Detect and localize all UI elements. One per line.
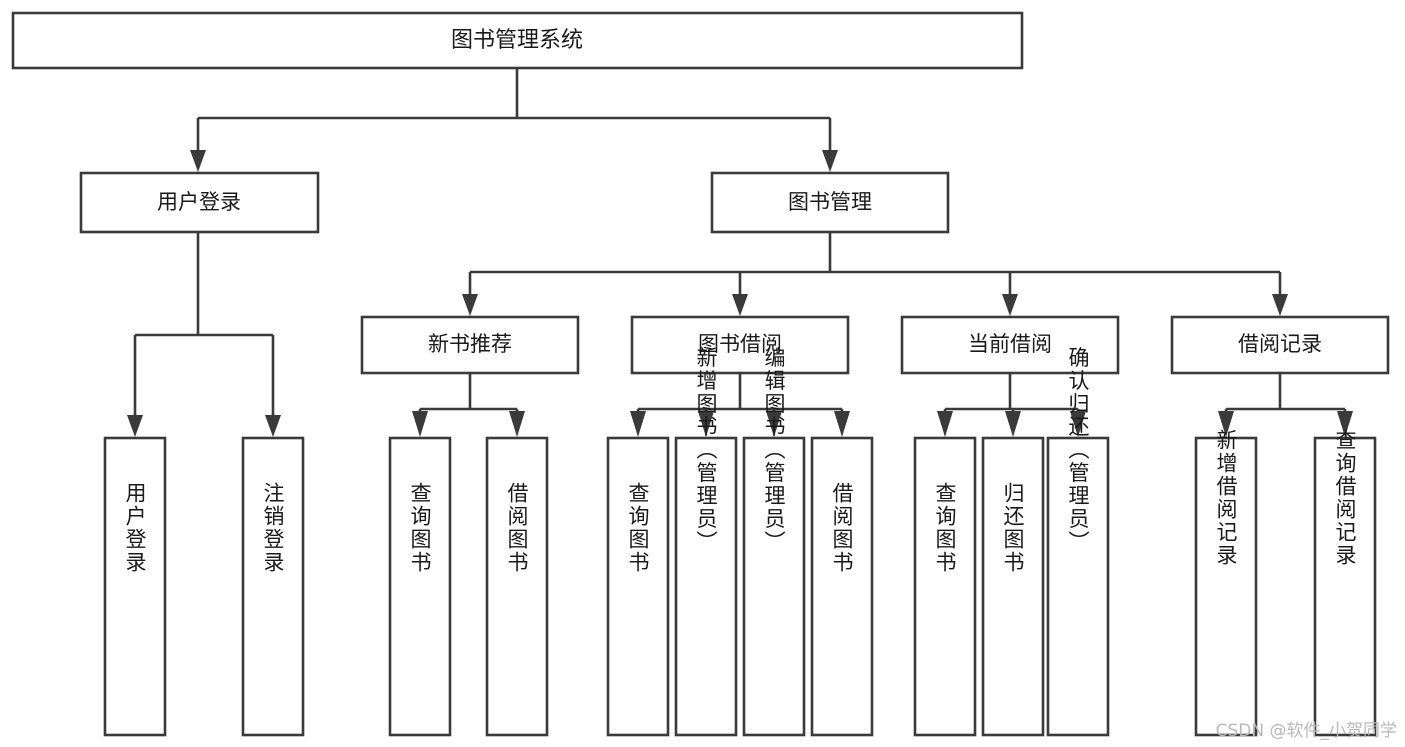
node-leaf-add-book-box[interactable] <box>674 436 738 737</box>
node-leaf-logout-login[interactable]: 注销登录 <box>241 436 305 737</box>
node-leaf-confirm-return[interactable]: 确认归还（管理员） <box>1046 347 1110 737</box>
node-leaf-user-login-box[interactable] <box>103 436 167 737</box>
node-leaf-borrow-book-2-label: 借阅图书 <box>830 482 854 574</box>
arrow-head-leaf-user-login <box>127 415 143 437</box>
arrow-head-leaf-query-book-1 <box>412 411 428 437</box>
arrow-head-leaf-query-book-3 <box>937 411 953 437</box>
node-book-management[interactable]: 图书管理 <box>710 171 950 234</box>
node-leaf-return-book-box[interactable] <box>981 436 1045 737</box>
arrow-head-leaf-query-record <box>1337 411 1353 437</box>
node-new-book-recommend-label: 新书推荐 <box>428 332 512 356</box>
node-book-borrow[interactable]: 图书借阅 <box>630 315 850 375</box>
node-leaf-borrow-book-1-label: 借阅图书 <box>505 482 529 574</box>
arrow-head-leaf-logout-login <box>265 415 281 437</box>
node-leaf-query-record-label: 查询借阅记录 <box>1333 429 1357 567</box>
connector-group-current-borrow <box>937 373 1086 437</box>
arrow-head-leaf-add-book <box>698 411 714 437</box>
connector-group-book-management <box>462 233 1288 316</box>
node-leaf-logout-login-box[interactable] <box>241 436 305 737</box>
connector-group-root <box>190 68 838 172</box>
node-user-login-label: 用户登录 <box>157 190 241 214</box>
arrow-head-current-borrow <box>1002 294 1018 316</box>
node-leaf-query-book-3-label: 查询图书 <box>933 482 957 574</box>
node-leaf-query-book-2[interactable]: 查询图书 <box>606 436 670 737</box>
node-leaf-return-book[interactable]: 归还图书 <box>981 436 1045 737</box>
node-leaf-query-book-1[interactable]: 查询图书 <box>388 436 452 737</box>
node-leaf-query-book-3[interactable]: 查询图书 <box>913 436 977 737</box>
connector-group-borrow-record <box>1218 373 1353 437</box>
node-leaf-return-book-label: 归还图书 <box>1001 482 1025 574</box>
arrow-head-book-management <box>822 150 838 172</box>
node-leaf-edit-book-label: 编辑图书（管理员） <box>762 347 786 554</box>
node-leaf-logout-login-label: 注销登录 <box>261 482 285 574</box>
node-user-login-box[interactable] <box>79 171 320 234</box>
arrow-head-leaf-query-book-2 <box>630 411 646 437</box>
connector-group-user-login <box>127 233 281 437</box>
node-leaf-query-record[interactable]: 查询借阅记录 <box>1313 429 1377 737</box>
node-new-book-recommend-box[interactable] <box>360 315 580 375</box>
node-current-borrow-label: 当前借阅 <box>968 332 1052 356</box>
node-user-login[interactable]: 用户登录 <box>79 171 320 234</box>
node-leaf-edit-book[interactable]: 编辑图书（管理员） <box>742 347 806 737</box>
node-leaf-add-book-label: 新增图书（管理员） <box>694 347 718 554</box>
node-leaf-user-login-label: 用户登录 <box>123 482 147 574</box>
node-current-borrow[interactable]: 当前借阅 <box>900 315 1120 375</box>
node-book-management-box[interactable] <box>710 171 950 234</box>
node-leaf-add-record-box[interactable] <box>1194 436 1258 737</box>
node-leaf-query-book-2-label: 查询图书 <box>626 482 650 574</box>
node-leaf-query-book-1-label: 查询图书 <box>408 482 432 574</box>
node-leaf-user-login[interactable]: 用户登录 <box>103 436 167 737</box>
node-leaf-query-record-box[interactable] <box>1313 436 1377 737</box>
node-borrow-record-label: 借阅记录 <box>1238 332 1322 356</box>
arrow-head-leaf-edit-book <box>766 411 782 437</box>
node-root-label: 图书管理系统 <box>451 28 583 53</box>
node-book-borrow-label: 图书借阅 <box>698 332 782 356</box>
node-new-book-recommend[interactable]: 新书推荐 <box>360 315 580 375</box>
arrow-head-leaf-borrow-book-2 <box>834 411 850 437</box>
arrow-head-borrow-record <box>1272 294 1288 316</box>
arrow-head-leaf-borrow-book-1 <box>509 411 525 437</box>
node-leaf-confirm-return-label: 确认归还（管理员） <box>1066 347 1090 554</box>
arrow-head-user-login <box>190 150 206 172</box>
arrow-head-new-book-recommend <box>462 294 478 316</box>
node-leaf-add-record[interactable]: 新增借阅记录 <box>1194 429 1258 737</box>
node-leaf-edit-book-box[interactable] <box>742 436 806 737</box>
node-leaf-query-book-3-box[interactable] <box>913 436 977 737</box>
node-current-borrow-box[interactable] <box>900 315 1120 375</box>
node-leaf-query-book-1-box[interactable] <box>388 436 452 737</box>
connector-group-book-borrow <box>630 373 850 437</box>
node-borrow-record[interactable]: 借阅记录 <box>1170 315 1390 375</box>
arrow-head-leaf-return-book <box>1005 411 1021 437</box>
node-root[interactable]: 图书管理系统 <box>11 11 1024 70</box>
node-leaf-add-book[interactable]: 新增图书（管理员） <box>674 347 738 737</box>
connector-group-new-book-recommend <box>412 373 525 437</box>
node-leaf-borrow-book-2[interactable]: 借阅图书 <box>810 436 874 737</box>
node-book-borrow-box[interactable] <box>630 315 850 375</box>
node-borrow-record-box[interactable] <box>1170 315 1390 375</box>
arrow-head-leaf-add-record <box>1218 411 1234 437</box>
node-leaf-borrow-book-2-box[interactable] <box>810 436 874 737</box>
node-book-management-label: 图书管理 <box>788 190 872 214</box>
node-leaf-query-book-2-box[interactable] <box>606 436 670 737</box>
node-leaf-confirm-return-box[interactable] <box>1046 436 1110 737</box>
arrow-head-book-borrow <box>732 294 748 316</box>
node-root-box[interactable] <box>11 11 1024 70</box>
arrow-head-leaf-confirm-return <box>1070 411 1086 437</box>
node-leaf-add-record-label: 新增借阅记录 <box>1214 429 1238 567</box>
node-leaf-borrow-book-1[interactable]: 借阅图书 <box>485 436 549 737</box>
node-leaf-borrow-book-1-box[interactable] <box>485 436 549 737</box>
